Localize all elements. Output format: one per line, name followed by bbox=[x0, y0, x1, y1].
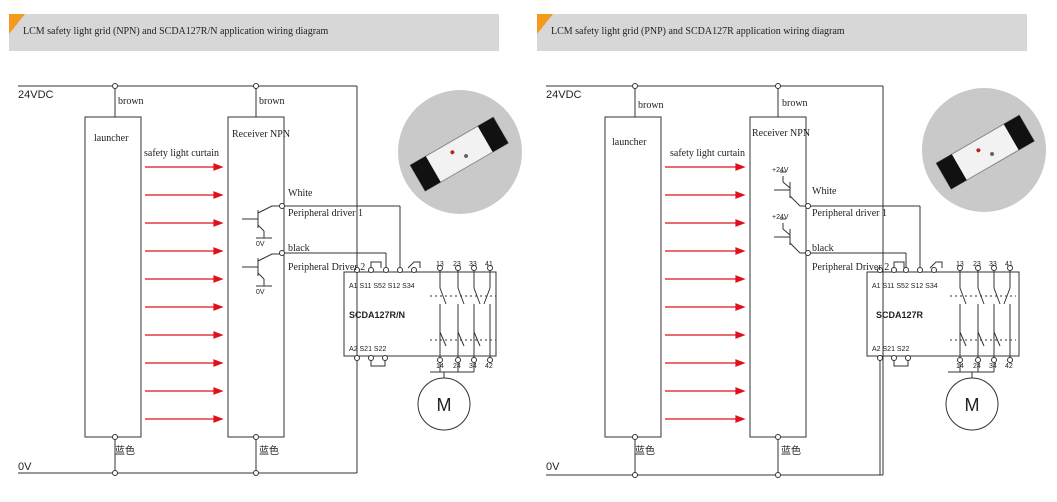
receiver-top-wire-label: brown bbox=[259, 96, 285, 107]
accent-corner bbox=[537, 14, 553, 34]
relay-top-terminals: A1 S11 S52 S12 S34 bbox=[349, 283, 415, 290]
curtain-label: safety light curtain bbox=[670, 148, 745, 159]
title-banner: LCM safety light grid (PNP) and SCDA127R… bbox=[537, 14, 1027, 51]
driver2-label: Peripheral Driver 2 bbox=[288, 262, 365, 273]
white-wire-label: White bbox=[288, 188, 313, 199]
receiver-bottom-wire-label: 蓝色 bbox=[781, 444, 801, 457]
relay-model: SCDA127R/N bbox=[349, 310, 405, 320]
contact-label-42: 42 bbox=[485, 363, 493, 370]
emitter-box bbox=[84, 116, 142, 438]
supply-positive-label: 24VDC bbox=[18, 89, 54, 101]
black-wire-label: black bbox=[288, 243, 310, 254]
accent-corner bbox=[9, 14, 25, 34]
motor-symbol bbox=[945, 377, 999, 431]
transistor2-ref-label: 0V bbox=[256, 289, 265, 296]
supply-positive-label: 24VDC bbox=[546, 89, 582, 101]
driver1-label: Peripheral driver 1 bbox=[288, 208, 363, 219]
relay-bottom-terminals: A2 S21 S22 bbox=[349, 346, 386, 353]
contact-label-34: 34 bbox=[989, 363, 997, 370]
light-beams bbox=[145, 163, 224, 423]
supply-zero-label: 0V bbox=[546, 461, 560, 473]
receiver-box bbox=[749, 116, 807, 438]
contact-label-41: 41 bbox=[1005, 261, 1013, 268]
supply-zero-label: 0V bbox=[18, 461, 32, 473]
emitter-bottom-wire-label: 蓝色 bbox=[115, 444, 135, 457]
diagram-title: LCM safety light grid (PNP) and SCDA127R… bbox=[551, 26, 845, 37]
contact-label-23: 23 bbox=[973, 261, 981, 268]
receiver-label: Receiver NPN bbox=[232, 129, 290, 140]
relay-contacts bbox=[950, 268, 1016, 360]
contact-label-23: 23 bbox=[453, 261, 461, 268]
emitter-top-wire-label: brown bbox=[638, 100, 664, 111]
emitter-label: launcher bbox=[94, 133, 129, 144]
receiver-bottom-wire-label: 蓝色 bbox=[259, 444, 279, 457]
receiver-box bbox=[227, 116, 285, 438]
contact-label-14: 14 bbox=[436, 363, 444, 370]
diagram-panel-npn: LCM safety light grid (NPN) and SCDA127R… bbox=[0, 0, 528, 502]
black-wire-label: black bbox=[812, 243, 834, 254]
contact-label-24: 24 bbox=[973, 363, 981, 370]
relay-box bbox=[866, 271, 1020, 357]
driver2-label: Peripheral Driver 2 bbox=[812, 262, 889, 273]
relay-model: SCDA127R bbox=[876, 310, 924, 320]
title-banner: LCM safety light grid (NPN) and SCDA127R… bbox=[9, 14, 499, 51]
contact-label-13: 13 bbox=[436, 261, 444, 268]
relay-box bbox=[343, 271, 497, 357]
emitter-box bbox=[604, 116, 662, 438]
transistor1-ref-label: 0V bbox=[256, 241, 265, 248]
contact-label-33: 33 bbox=[989, 261, 997, 268]
emitter-label: launcher bbox=[612, 137, 647, 148]
wiring-diagram: 24VDC 0V brown brown launcher Receiver N… bbox=[546, 83, 1046, 478]
contact-label-14: 14 bbox=[956, 363, 964, 370]
emitter-bottom-wire-label: 蓝色 bbox=[635, 444, 655, 457]
contact-label-33: 33 bbox=[469, 261, 477, 268]
contact-label-34: 34 bbox=[469, 363, 477, 370]
motor-label: M bbox=[965, 395, 980, 415]
motor-symbol bbox=[417, 377, 471, 431]
light-beams bbox=[665, 163, 746, 423]
contact-label-42: 42 bbox=[1005, 363, 1013, 370]
contact-label-41: 41 bbox=[485, 261, 493, 268]
wiring-diagram: 24VDC 0V brown brown launcher Receiver N… bbox=[18, 83, 522, 476]
relay-bottom-terminals: A2 S21 S22 bbox=[872, 346, 909, 353]
relay-top-terminals: A1 S11 S52 S12 S34 bbox=[872, 283, 938, 290]
emitter-top-wire-label: brown bbox=[118, 96, 144, 107]
receiver-label: Receiver NPN bbox=[752, 128, 810, 139]
relay-contacts bbox=[430, 268, 496, 360]
transistor2-ref-label: +24V bbox=[772, 214, 789, 221]
driver1-label: Peripheral driver 1 bbox=[812, 208, 887, 219]
relay-device-image bbox=[922, 88, 1046, 212]
contact-label-24: 24 bbox=[453, 363, 461, 370]
white-wire-label: White bbox=[812, 186, 837, 197]
contact-label-13: 13 bbox=[956, 261, 964, 268]
relay-device-image bbox=[398, 90, 522, 214]
transistor1-ref-label: +24V bbox=[772, 167, 789, 174]
receiver-top-wire-label: brown bbox=[782, 98, 808, 109]
motor-label: M bbox=[437, 395, 452, 415]
diagram-panel-pnp: LCM safety light grid (PNP) and SCDA127R… bbox=[528, 0, 1056, 502]
curtain-label: safety light curtain bbox=[144, 148, 219, 159]
diagram-title: LCM safety light grid (NPN) and SCDA127R… bbox=[23, 26, 329, 37]
